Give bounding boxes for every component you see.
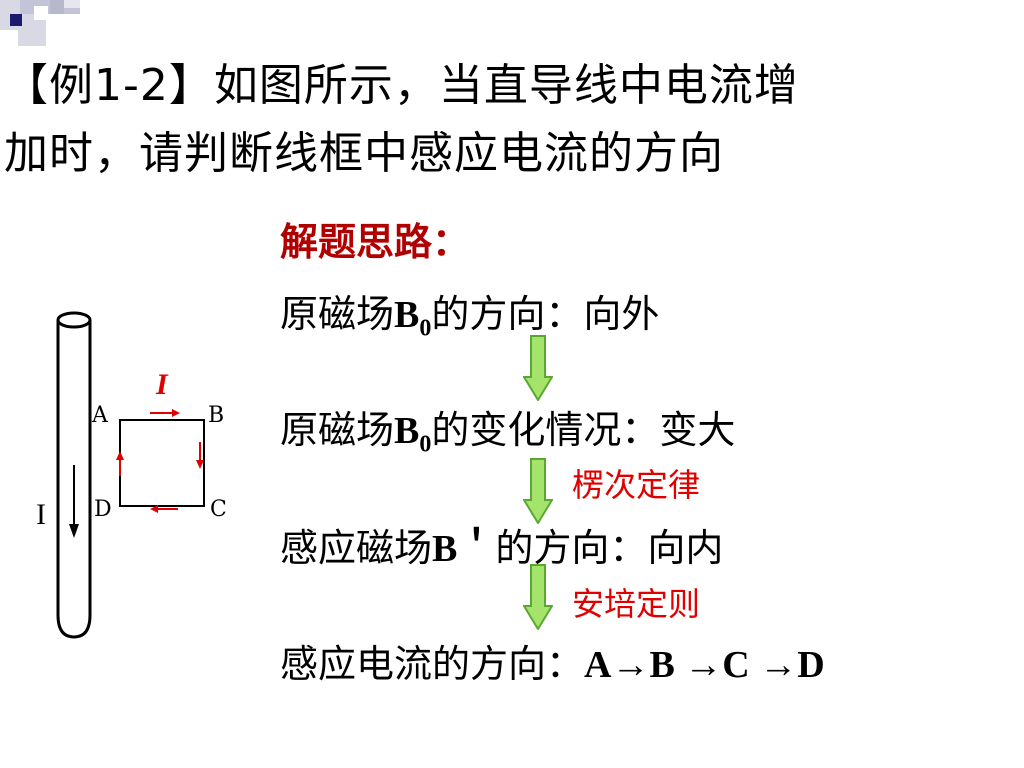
problem-line-1: 【例1-2】如图所示，当直导线中电流增 — [4, 60, 799, 111]
step-original-field-direction: 原磁场B0的方向：向外 — [280, 292, 660, 342]
corner-label-d: D — [94, 497, 112, 522]
step-induced-current-direction: 感应电流的方向：A→B →C →D — [280, 642, 825, 686]
down-arrow-2 — [523, 458, 553, 524]
step-induced-field-direction: 感应磁场B＇的方向：向内 — [280, 526, 724, 570]
corner-label-c: C — [210, 497, 227, 522]
loop-arrow-right — [196, 442, 204, 469]
ampere-rule-label: 安培定则 — [572, 585, 701, 623]
problem-statement: 【例1-2】如图所示，当直导线中电流增 加时，请判断线框中感应电流的方向 — [4, 52, 1020, 188]
loop-arrow-top — [150, 409, 180, 417]
loop-current-label: I — [155, 368, 169, 401]
problem-line-2: 加时，请判断线框中感应电流的方向 — [4, 128, 724, 179]
corner-label-a: A — [91, 403, 109, 428]
step-original-field-change: 原磁场B0的变化情况：变大 — [280, 408, 736, 458]
solution-heading: 解题思路： — [280, 219, 471, 264]
corner-label-b: B — [208, 403, 224, 428]
wire-and-loop-diagram: I A B C D I — [30, 280, 260, 640]
down-arrow-3 — [523, 564, 553, 630]
wire-current-label: I — [36, 498, 46, 531]
down-arrow-1 — [523, 335, 553, 401]
loop-arrow-left — [116, 451, 124, 476]
corner-decoration — [0, 0, 80, 46]
straight-wire — [56, 311, 92, 639]
wire-current-arrow — [69, 465, 79, 538]
lenz-law-label: 楞次定律 — [572, 466, 701, 504]
loop-arrow-bottom — [150, 505, 178, 513]
